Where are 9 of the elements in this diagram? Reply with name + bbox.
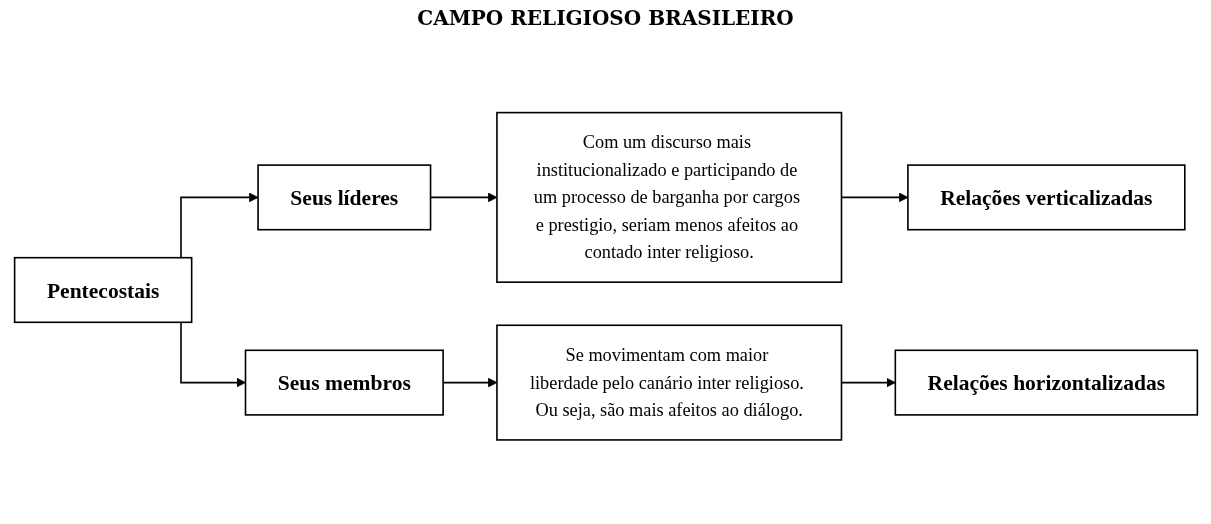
node-box: Pentecostais <box>13 256 192 323</box>
arrow <box>840 192 908 202</box>
node-box: Relações verticalizadas <box>906 164 1186 231</box>
node-box: Com um discurso mais institucionalizado e participando de um processo de barganha por cargos e prestigio, seriam menos afeitos ao contado inter religioso. <box>495 111 842 283</box>
node-box: Relações horizontalizadas <box>894 349 1198 416</box>
node-box: Seus membros <box>244 349 444 416</box>
node-box: Se movimentam com maior liberdade pelo canário inter religioso. Ou seja, são mais afeitos ao diálogo. <box>495 324 842 441</box>
heading-text: CAMPO RELIGIOSO BRASILEIRO <box>417 6 794 30</box>
node-box: Seus líderes <box>256 164 431 231</box>
